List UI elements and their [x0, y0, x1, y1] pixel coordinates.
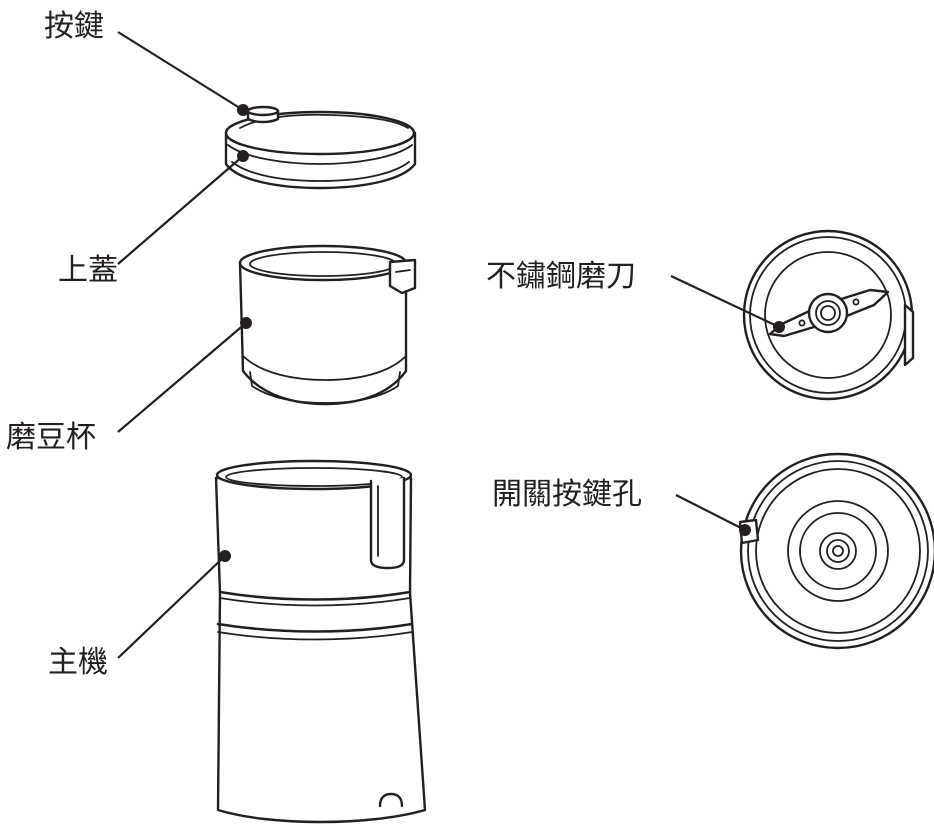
- button: [246, 105, 280, 124]
- label-top-lid: 上蓋: [58, 253, 118, 288]
- leader-switch-hole: [675, 494, 751, 536]
- switch-hole-assembly: [738, 452, 934, 650]
- main-unit: [214, 459, 427, 824]
- leader-bean-cup: [117, 317, 252, 433]
- bean-cup: [238, 244, 417, 406]
- label-bean-cup: 磨豆杯: [6, 420, 96, 455]
- label-button: 按鍵: [44, 9, 104, 44]
- label-main-unit: 主機: [48, 645, 108, 680]
- label-blade: 不鏽鋼磨刀: [486, 259, 636, 294]
- top-lid: [224, 110, 417, 190]
- leader-main-unit: [117, 550, 231, 659]
- leader-top-lid: [117, 150, 249, 265]
- blade-assembly: [742, 229, 915, 401]
- leader-button: [117, 31, 249, 116]
- leader-blade: [670, 275, 785, 333]
- label-switch-hole: 開關按鍵孔: [492, 477, 642, 512]
